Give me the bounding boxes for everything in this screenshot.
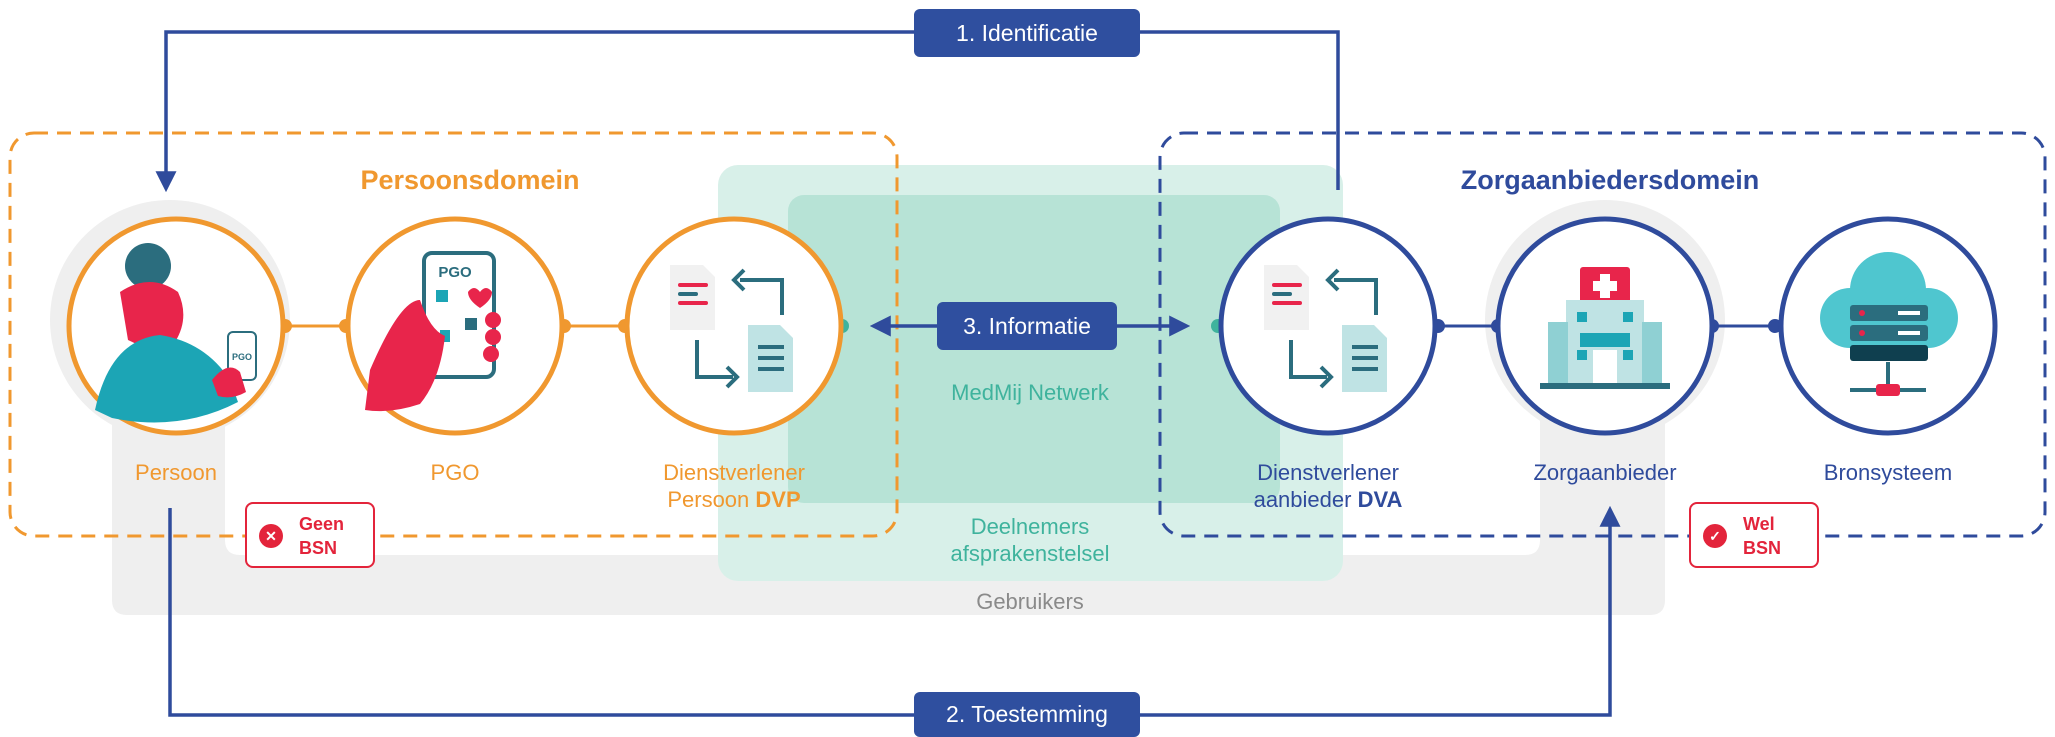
wel-bsn-badge: ✓ Wel BSN [1689,502,1819,568]
pgo-node: PGO [345,216,565,436]
dvp-label-line2: Persoon [667,487,750,512]
hospital-icon [1540,267,1670,389]
geen-bsn-text: Geen BSN [299,512,344,560]
dva-node [1218,216,1438,436]
zorgaanbieder-label: Zorgaanbieder [1533,460,1677,485]
step-identificatie: 1. Identificatie [914,9,1140,57]
step-toestemming: 2. Toestemming [914,692,1140,737]
dva-abbr: DVA [1357,487,1403,512]
persoon-label: Persoon [135,460,217,485]
check-circle-icon: ✓ [1703,524,1727,548]
svg-text:PGO: PGO [438,264,472,281]
geen-bsn-line1: Geen [299,514,345,534]
x-circle-icon: ✕ [259,524,283,548]
zorgaanbieder-node [1495,216,1715,436]
step-informatie: 3. Informatie [937,302,1117,350]
cloud-server-icon [1820,252,1958,396]
smartphone-icon: PGO [365,251,501,412]
document-exchange-icon [1264,265,1387,392]
participants-label-line1: Deelnemers [970,514,1090,539]
persoon-node: PGO [66,216,286,436]
dvp-label-line1: Dienstverlener [663,460,805,485]
connector-dot [1768,319,1782,333]
bronsysteem-node [1778,216,1998,436]
person-domain-title: Persoonsdomein [360,165,580,195]
identificatie-arrow [155,30,1340,193]
provider-domain-title: Zorgaanbiedersdomein [1460,165,1760,195]
dvp-abbr: DVP [755,487,801,512]
participants-label: Deelnemers afsprakenstelsel [890,513,1170,567]
wel-bsn-text: Wel BSN [1743,512,1781,560]
svg-text:PGO: PGO [232,352,252,362]
provider-domain-box [1158,131,2047,538]
pgo-label: PGO [430,460,480,485]
person-domain-box [8,131,899,538]
dvp-node [624,216,844,436]
dva-label: Dienstverlener aanbieder DVA [1208,459,1448,513]
dva-label-line1: Dienstverlener [1257,460,1399,485]
persoon-icon: PGO [95,243,257,423]
document-exchange-icon [670,265,793,392]
users-label: Gebruikers [976,589,1084,614]
toestemming-arrow [168,505,1621,717]
wel-bsn-line1: Wel [1743,514,1775,534]
dva-label-line2: aanbieder [1253,487,1352,512]
participants-label-line2: afsprakenstelsel [950,541,1110,566]
network-label: MedMij Netwerk [951,380,1109,405]
geen-bsn-line2: BSN [299,538,338,558]
dvp-label: Dienstverlener Persoon DVP [614,459,854,513]
bronsysteem-label: Bronsysteem [1823,460,1953,485]
geen-bsn-badge: ✕ Geen BSN [245,502,375,568]
wel-bsn-line2: BSN [1743,538,1782,558]
